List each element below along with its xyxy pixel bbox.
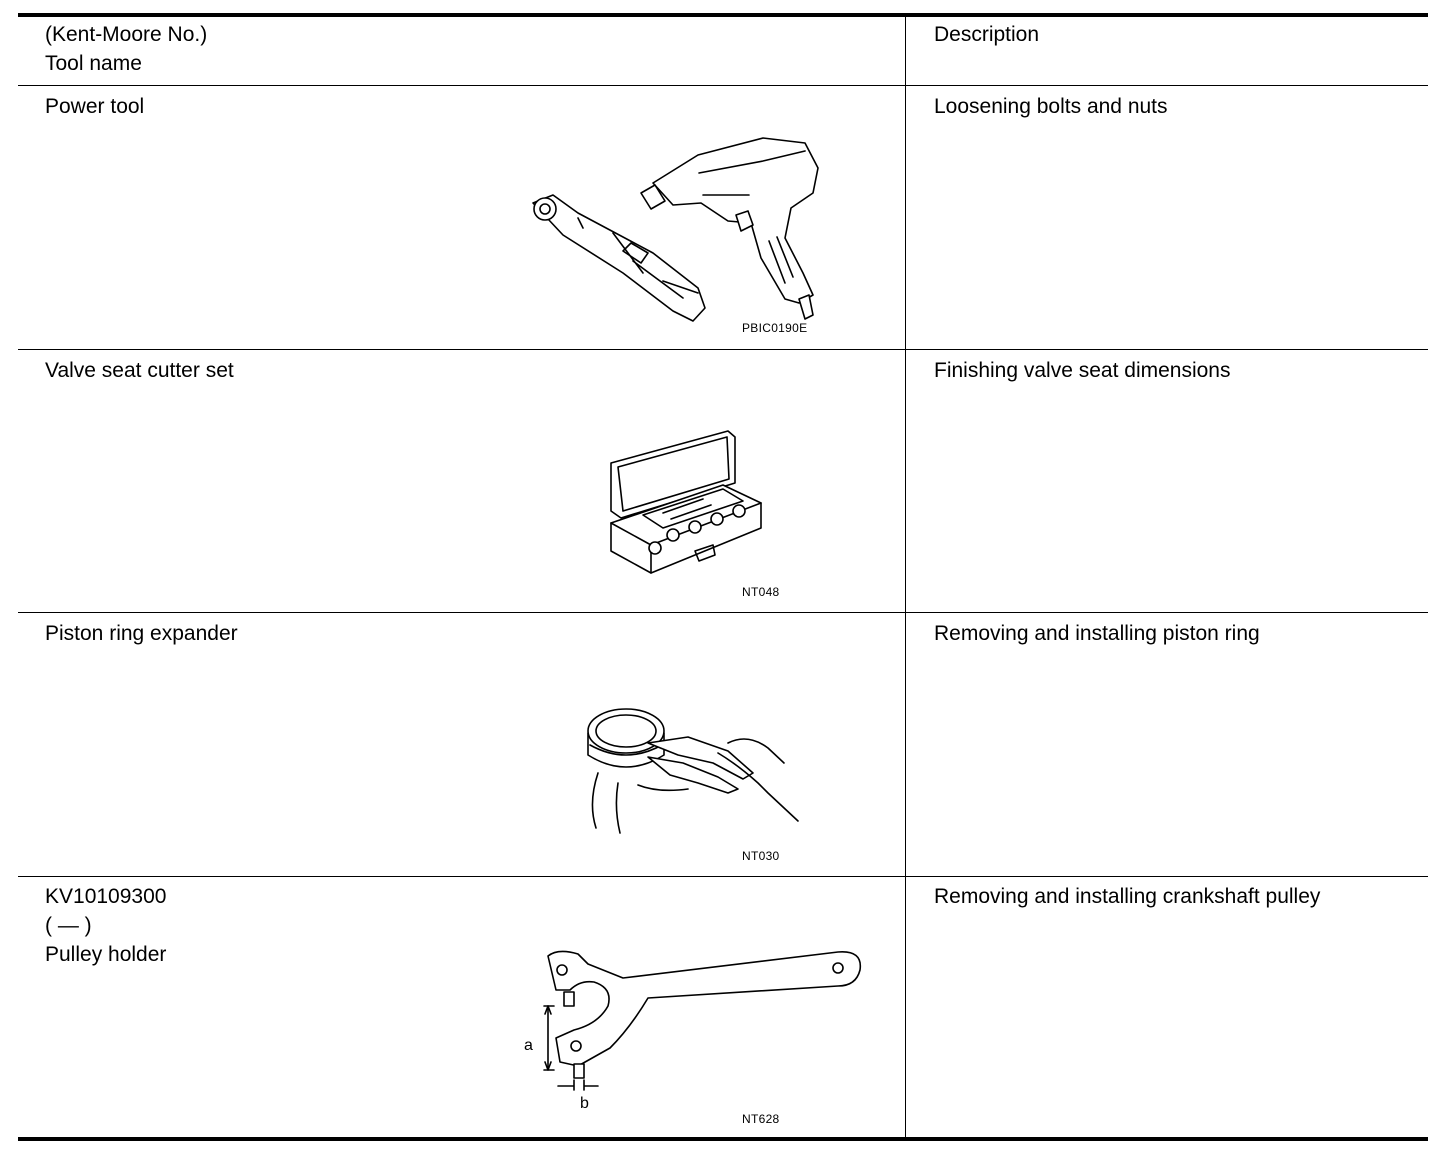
tool-name-line: Pulley holder <box>45 943 167 966</box>
figure-code: NT628 <box>742 1112 780 1126</box>
description-power-tool: Loosening bolts and nuts <box>934 95 1168 118</box>
row-divider <box>18 876 1428 877</box>
column-divider <box>905 15 906 1139</box>
tool-name-line: Piston ring expander <box>45 622 238 645</box>
tool-name-line: Valve seat cutter set <box>45 359 234 382</box>
table-top-rule <box>18 13 1428 17</box>
tool-part-number: KV10109300 <box>45 885 167 908</box>
figure-code: PBIC0190E <box>742 321 808 335</box>
tool-name-power-tool: Power tool <box>45 92 144 121</box>
pulley-holder-illustration: a b <box>498 938 878 1113</box>
figure-code: NT030 <box>742 849 780 863</box>
dimension-label-b: b <box>580 1095 589 1112</box>
header-kent-moore-label: (Kent-Moore No.) <box>45 23 208 46</box>
tool-kent-moore-number: ( — ) <box>45 914 92 937</box>
valve-seat-cutter-set-illustration <box>603 423 773 588</box>
header-description: Description <box>934 23 1040 46</box>
power-tool-illustration <box>523 133 823 338</box>
row-divider <box>18 349 1428 350</box>
table-bottom-rule <box>18 1137 1428 1141</box>
tool-name-valve-seat-cutter-set: Valve seat cutter set <box>45 356 234 385</box>
description-valve-seat-cutter-set: Finishing valve seat dimensions <box>934 359 1231 382</box>
dimension-label-a: a <box>524 1037 533 1054</box>
header-tool-name-label: Tool name <box>45 52 142 75</box>
figure-code: NT048 <box>742 585 780 599</box>
description-piston-ring-expander: Removing and installing piston ring <box>934 622 1260 645</box>
piston-ring-expander-illustration <box>578 693 799 848</box>
tool-name-piston-ring-expander: Piston ring expander <box>45 619 238 648</box>
tool-name-line: Power tool <box>45 95 145 118</box>
description-pulley-holder: Removing and installing crankshaft pulle… <box>934 885 1321 908</box>
row-divider <box>18 612 1428 613</box>
tool-name-pulley-holder: KV10109300 ( — ) Pulley holder <box>45 882 166 969</box>
header-divider <box>18 85 1428 86</box>
header-tool-name: (Kent-Moore No.) Tool name <box>45 20 207 78</box>
